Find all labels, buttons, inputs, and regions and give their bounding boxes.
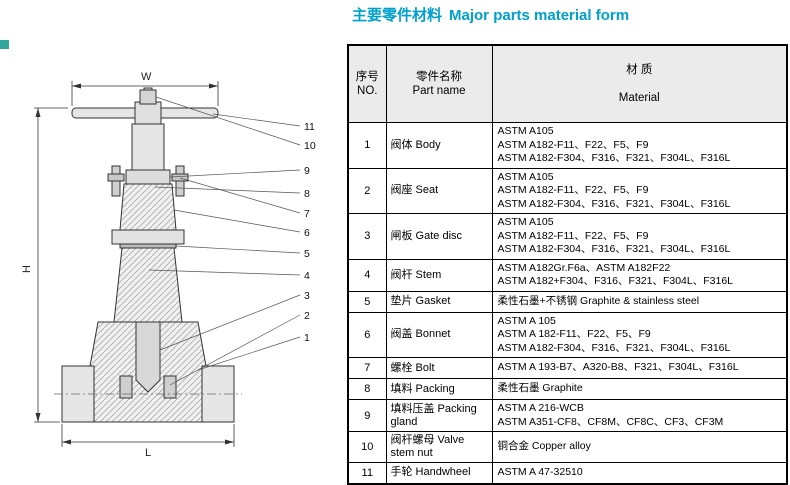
gate-disc bbox=[135, 321, 161, 393]
table-row: 2 阀座 Seat ASTM A105 ASTM A182-F11、F22、F5… bbox=[347, 167, 788, 214]
col-header-no-zh: 序号 bbox=[355, 71, 379, 83]
page: 主要零件材料 Major parts material form bbox=[0, 4, 788, 485]
packing-gland bbox=[125, 169, 171, 185]
handwheel-hub bbox=[134, 101, 162, 125]
cell-part: 螺栓 Bolt bbox=[385, 357, 493, 379]
cell-part: 填料压盖 Packing gland bbox=[385, 399, 493, 432]
cell-material: ASTM A 193-B7、A320-B8、F321、F304L、F316L bbox=[491, 357, 788, 379]
cell-part: 阀杆 Stem bbox=[385, 258, 493, 292]
table-row: 1 阀体 Body ASTM A105 ASTM A182-F11、F22、F5… bbox=[347, 122, 788, 169]
callout-4: 4 bbox=[304, 270, 310, 282]
gasket bbox=[119, 243, 177, 249]
callout-9: 9 bbox=[304, 165, 310, 177]
stem-nut bbox=[139, 89, 157, 105]
body-neck bbox=[113, 247, 183, 323]
bolt-left-nut bbox=[107, 173, 125, 182]
cell-no: 2 bbox=[347, 167, 387, 214]
callout-7: 7 bbox=[304, 208, 310, 220]
bonnet bbox=[119, 183, 177, 231]
callout-6: 6 bbox=[304, 227, 310, 239]
bonnet-flange bbox=[111, 229, 185, 245]
col-header-part: 零件名称 Part name bbox=[385, 44, 493, 123]
cell-part: 阀体 Body bbox=[385, 122, 493, 169]
callout-11: 11 bbox=[304, 121, 315, 133]
cell-material: ASTM A 216-WCB ASTM A351-CF8、CF8M、CF8C、C… bbox=[491, 399, 788, 432]
callout-10: 10 bbox=[304, 140, 316, 152]
cell-no: 4 bbox=[347, 258, 387, 292]
col-header-material: 材 质 Material bbox=[491, 44, 788, 123]
col-header-material-en: Material bbox=[618, 92, 660, 104]
cell-part: 填料 Packing bbox=[385, 378, 493, 400]
cell-no: 11 bbox=[347, 462, 387, 484]
cell-no: 5 bbox=[347, 290, 387, 313]
dim-label-w: W bbox=[141, 71, 152, 83]
table-row: 6 阀盖 Bonnet ASTM A 105 ASTM A 182-F11、F2… bbox=[347, 311, 788, 358]
title-zh: 主要零件材料 bbox=[352, 7, 443, 24]
cell-part: 阀杆螺母 Valve stem nut bbox=[385, 431, 493, 463]
cell-no: 1 bbox=[347, 122, 387, 169]
cell-no: 10 bbox=[347, 431, 387, 463]
cell-part: 阀盖 Bonnet bbox=[385, 311, 493, 358]
table-row: 11 手轮 Handwheel ASTM A 47-32510 bbox=[347, 462, 788, 484]
col-header-no: 序号 NO. bbox=[347, 44, 387, 123]
cell-material: ASTM A105 ASTM A182-F11、F22、F5、F9 ASTM A… bbox=[491, 167, 788, 214]
title-en: Major parts material form bbox=[449, 7, 630, 24]
col-header-material-zh: 材 质 bbox=[626, 64, 653, 76]
cell-part: 手轮 Handwheel bbox=[385, 462, 493, 484]
cell-no: 6 bbox=[347, 311, 387, 358]
cell-material: 柔性石墨 Graphite bbox=[491, 378, 788, 400]
table-row: 9 填料压盖 Packing gland ASTM A 216-WCB ASTM… bbox=[347, 399, 788, 432]
dim-label-l: L bbox=[145, 447, 151, 459]
cell-part: 闸板 Gate disc bbox=[385, 213, 493, 260]
callout-numbers: 11 10 9 8 7 6 5 4 3 2 1 bbox=[304, 121, 316, 344]
table-row: 8 填料 Packing 柔性石墨 Graphite bbox=[347, 378, 788, 400]
cell-material: 柔性石墨+不锈钢 Graphite & stainless steel bbox=[491, 290, 788, 313]
yoke bbox=[131, 123, 165, 173]
cell-part: 垫片 Gasket bbox=[385, 290, 493, 313]
cell-material: ASTM A182Gr.F6a、ASTM A182F22 ASTM A182+F… bbox=[491, 258, 788, 292]
table-row: 10 阀杆螺母 Valve stem nut 铜合金 Copper alloy bbox=[347, 431, 788, 463]
dimensions bbox=[34, 81, 235, 447]
bolt-right-nut bbox=[171, 173, 189, 182]
cell-no: 8 bbox=[347, 378, 387, 400]
seat-right bbox=[163, 375, 177, 399]
cell-no: 9 bbox=[347, 399, 387, 432]
header-row: 序号 NO. 零件名称 Part name 材 质 Material bbox=[347, 44, 788, 123]
cell-no: 3 bbox=[347, 213, 387, 260]
table-row: 7 螺栓 Bolt ASTM A 193-B7、A320-B8、F321、F30… bbox=[347, 357, 788, 379]
valve-drawing: W H L 11 10 9 8 7 6 5 4 3 2 bbox=[21, 71, 316, 459]
table-row: 5 垫片 Gasket 柔性石墨+不锈钢 Graphite & stainles… bbox=[347, 290, 788, 313]
callout-8: 8 bbox=[304, 188, 310, 200]
cell-no: 7 bbox=[347, 357, 387, 379]
table-row: 3 闸板 Gate disc ASTM A105 ASTM A182-F11、F… bbox=[347, 213, 788, 260]
callout-5: 5 bbox=[304, 248, 310, 260]
callout-2: 2 bbox=[304, 310, 310, 322]
callout-1: 1 bbox=[304, 332, 310, 344]
cell-material: ASTM A 105 ASTM A 182-F11、F22、F5、F9 ASTM… bbox=[491, 311, 788, 358]
cell-material: ASTM A105 ASTM A182-F11、F22、F5、F9 ASTM A… bbox=[491, 122, 788, 169]
col-header-part-zh: 零件名称 bbox=[416, 71, 462, 83]
parts-table: 序号 NO. 零件名称 Part name 材 质 Material 1 阀体 … bbox=[347, 44, 788, 485]
page-title: 主要零件材料 Major parts material form bbox=[352, 4, 629, 25]
cell-part: 阀座 Seat bbox=[385, 167, 493, 214]
dim-label-h: H bbox=[21, 265, 33, 273]
seat-left bbox=[119, 375, 133, 399]
col-header-no-en: NO. bbox=[357, 85, 378, 97]
cell-material: ASTM A105 ASTM A182-F11、F22、F5、F9 ASTM A… bbox=[491, 213, 788, 260]
col-header-part-en: Part name bbox=[412, 85, 466, 97]
cell-material: 铜合金 Copper alloy bbox=[491, 431, 788, 463]
corner-decor bbox=[0, 40, 9, 49]
cell-material: ASTM A 47-32510 bbox=[491, 462, 788, 484]
callout-3: 3 bbox=[304, 290, 310, 302]
callout-leaders bbox=[148, 96, 301, 386]
table-row: 4 阀杆 Stem ASTM A182Gr.F6a、ASTM A182F22 A… bbox=[347, 258, 788, 292]
